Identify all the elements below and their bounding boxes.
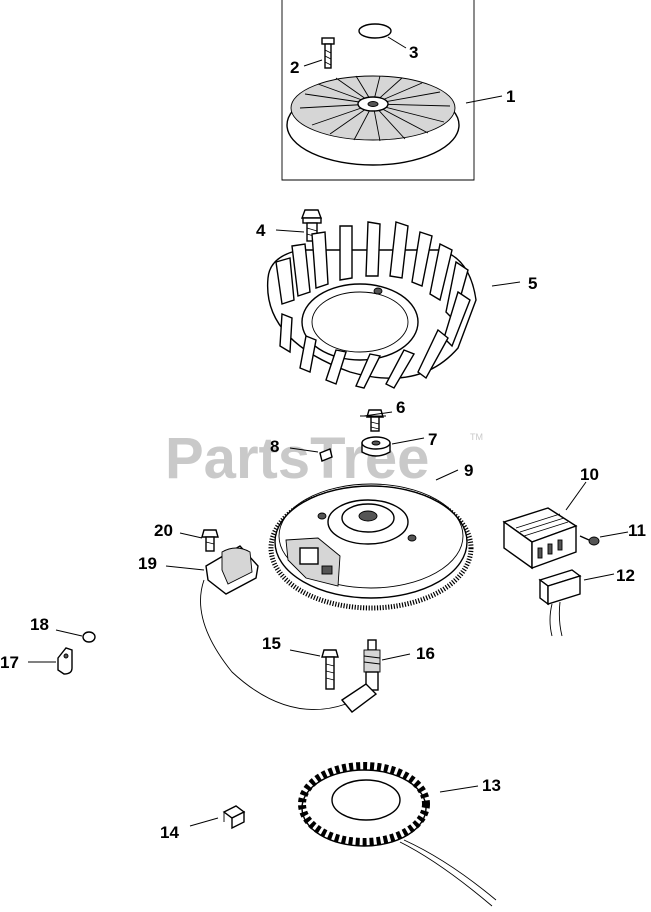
callout-14: 14: [160, 823, 179, 842]
part-connector: [538, 569, 582, 637]
part-nut: [82, 631, 96, 643]
callout-11: 11: [628, 521, 646, 540]
watermark-text: PartsTree: [165, 426, 429, 491]
callout-18: 18: [30, 615, 49, 634]
callout-8: 8: [270, 437, 279, 456]
part-wire-clip: [222, 805, 246, 830]
part-ignition-module: [200, 545, 378, 713]
callout-4: 4: [256, 221, 266, 240]
part-flywheel: [268, 483, 474, 611]
callout-7: 7: [428, 430, 437, 449]
callout-6: 6: [396, 398, 405, 417]
part-key: [319, 448, 333, 462]
part-grass-screen: [286, 75, 460, 166]
callout-16: 16: [416, 644, 435, 663]
part-screw-top: [321, 37, 335, 69]
watermark-trademark: TM: [470, 432, 483, 442]
callout-20: 20: [154, 521, 173, 540]
callout-19: 19: [138, 554, 157, 573]
callout-10: 10: [580, 465, 599, 484]
part-decal: [358, 23, 392, 39]
callout-9: 9: [464, 461, 473, 480]
part-spark-plug: [363, 639, 381, 696]
callout-15: 15: [262, 634, 281, 653]
watermark: PartsTree TM: [165, 426, 483, 491]
assembly-frame: [281, 0, 475, 181]
callout-5: 5: [528, 274, 537, 293]
callout-1: 1: [506, 87, 515, 106]
part-rectifier-regulator: [502, 507, 578, 570]
leader-lines: [28, 36, 629, 827]
callout-2: 2: [290, 58, 299, 77]
part-stator: [298, 762, 497, 907]
callout-13: 13: [482, 776, 501, 795]
callout-12: 12: [616, 566, 635, 585]
part-fan: [266, 221, 477, 389]
part-screw-hub: [366, 409, 384, 432]
part-screw-module: [201, 529, 219, 552]
part-screw-regulator: [579, 535, 600, 546]
callout-3: 3: [409, 43, 418, 62]
part-spacer: [361, 436, 391, 457]
callout-labels: 1 2 3 4 5 6 7 8 9 10 11 12 13 14 15 16 1…: [0, 43, 646, 842]
callout-17: 17: [0, 653, 19, 672]
part-bracket: [57, 647, 73, 675]
part-screw-long: [321, 649, 339, 690]
